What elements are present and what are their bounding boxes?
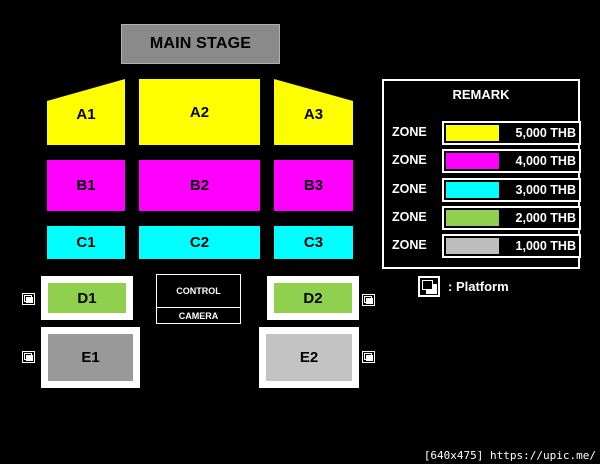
legend-zone-label: ZONE bbox=[392, 210, 427, 224]
zone-c1[interactable]: C1 bbox=[47, 226, 125, 259]
legend-box: 2,000 THB bbox=[442, 206, 581, 230]
legend-price: 1,000 THB bbox=[515, 239, 576, 253]
legend-box: 3,000 THB bbox=[442, 178, 581, 202]
legend-row: ZONE 2,000 THB bbox=[392, 206, 581, 230]
legend-zone-label: ZONE bbox=[392, 238, 427, 252]
legend-zone-label: ZONE bbox=[392, 153, 427, 167]
remark-legend: REMARK ZONE 5,000 THB ZONE 4,000 THB ZON… bbox=[382, 79, 581, 269]
legend-row: ZONE 3,000 THB bbox=[392, 178, 581, 202]
platform-icon bbox=[418, 276, 440, 297]
platform-icon bbox=[22, 351, 35, 363]
zone-c2[interactable]: C2 bbox=[139, 226, 260, 259]
legend-swatch bbox=[446, 125, 499, 141]
legend-row: ZONE 1,000 THB bbox=[392, 234, 581, 258]
camera-label: CAMERA bbox=[178, 310, 219, 321]
main-stage: MAIN STAGE bbox=[121, 24, 280, 64]
legend-price: 4,000 THB bbox=[515, 154, 576, 168]
legend-box: 5,000 THB bbox=[442, 121, 581, 145]
platform-legend-label: : Platform bbox=[448, 279, 509, 294]
legend-swatch bbox=[446, 153, 499, 169]
zone-d1-platform[interactable]: D1 bbox=[41, 276, 133, 320]
zone-e1-platform[interactable]: E1 bbox=[41, 327, 140, 388]
legend-price: 5,000 THB bbox=[515, 126, 576, 140]
platform-icon bbox=[22, 293, 35, 305]
control-booth: CONTROL CAMERA bbox=[156, 274, 241, 324]
zone-e2[interactable]: E2 bbox=[266, 334, 352, 381]
zone-d2[interactable]: D2 bbox=[274, 283, 352, 313]
zone-c3[interactable]: C3 bbox=[274, 226, 353, 259]
zone-d2-platform[interactable]: D2 bbox=[267, 276, 359, 320]
zone-a2[interactable]: A2 bbox=[139, 79, 260, 145]
legend-price: 3,000 THB bbox=[515, 183, 576, 197]
zone-b3[interactable]: B3 bbox=[274, 160, 353, 211]
legend-swatch bbox=[446, 182, 499, 198]
zone-a3[interactable]: A3 bbox=[274, 79, 353, 145]
control-label: CONTROL bbox=[157, 275, 240, 308]
legend-zone-label: ZONE bbox=[392, 182, 427, 196]
legend-row: ZONE 5,000 THB bbox=[392, 121, 581, 145]
legend-row: ZONE 4,000 THB bbox=[392, 149, 581, 173]
legend-price: 2,000 THB bbox=[515, 211, 576, 225]
zone-b2[interactable]: B2 bbox=[139, 160, 260, 211]
platform-legend: : Platform bbox=[418, 276, 558, 298]
legend-box: 1,000 THB bbox=[442, 234, 581, 258]
zone-a1[interactable]: A1 bbox=[47, 79, 125, 145]
watermark: [640x475] https://upic.me/ bbox=[423, 449, 596, 462]
remark-title: REMARK bbox=[452, 87, 510, 102]
zone-b1[interactable]: B1 bbox=[47, 160, 125, 211]
platform-icon bbox=[362, 351, 375, 363]
legend-zone-label: ZONE bbox=[392, 125, 427, 139]
platform-icon bbox=[362, 294, 375, 306]
zone-e1[interactable]: E1 bbox=[48, 334, 133, 381]
legend-swatch bbox=[446, 238, 499, 254]
legend-box: 4,000 THB bbox=[442, 149, 581, 173]
legend-swatch bbox=[446, 210, 499, 226]
zone-e2-platform[interactable]: E2 bbox=[259, 327, 359, 388]
zone-d1[interactable]: D1 bbox=[48, 283, 126, 313]
